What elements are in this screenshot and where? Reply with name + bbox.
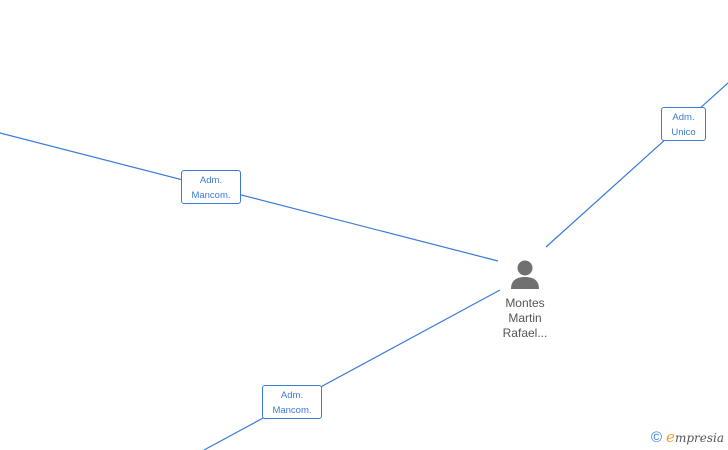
- edge-label-line2: Mancom.: [272, 405, 312, 416]
- edge-label-line1: Adm.: [199, 175, 223, 186]
- person-name-line: Montes: [505, 296, 545, 310]
- person-node[interactable]: Montes Martin Rafael...: [490, 258, 560, 341]
- brand-logo-rest: mpresia: [674, 431, 724, 445]
- edge-label-line2: Unico: [671, 127, 696, 138]
- brand-logo[interactable]: empresia: [666, 428, 724, 446]
- edge-label-line1: Adm.: [280, 390, 304, 401]
- edge-label-adm-unico[interactable]: Adm. Unico: [661, 107, 706, 141]
- copyright-icon: ©: [650, 428, 663, 446]
- footer-brand: © empresia: [651, 428, 724, 446]
- person-name-line: Martin: [508, 311, 542, 325]
- edge-left-line: [0, 132, 499, 262]
- edge-label-line1: Adm.: [672, 112, 695, 123]
- brand-logo-initial: e: [666, 428, 675, 446]
- edge-label-adm-mancom-left[interactable]: Adm. Mancom.: [181, 170, 241, 204]
- edge-label-adm-mancom-bottom[interactable]: Adm. Mancom.: [262, 385, 322, 419]
- person-name[interactable]: Montes Martin Rafael...: [490, 296, 560, 341]
- edge-bottom-line: [203, 289, 501, 450]
- edge-label-line2: Mancom.: [191, 190, 231, 201]
- person-name-line: Rafael...: [502, 326, 548, 340]
- person-icon: [511, 260, 539, 289]
